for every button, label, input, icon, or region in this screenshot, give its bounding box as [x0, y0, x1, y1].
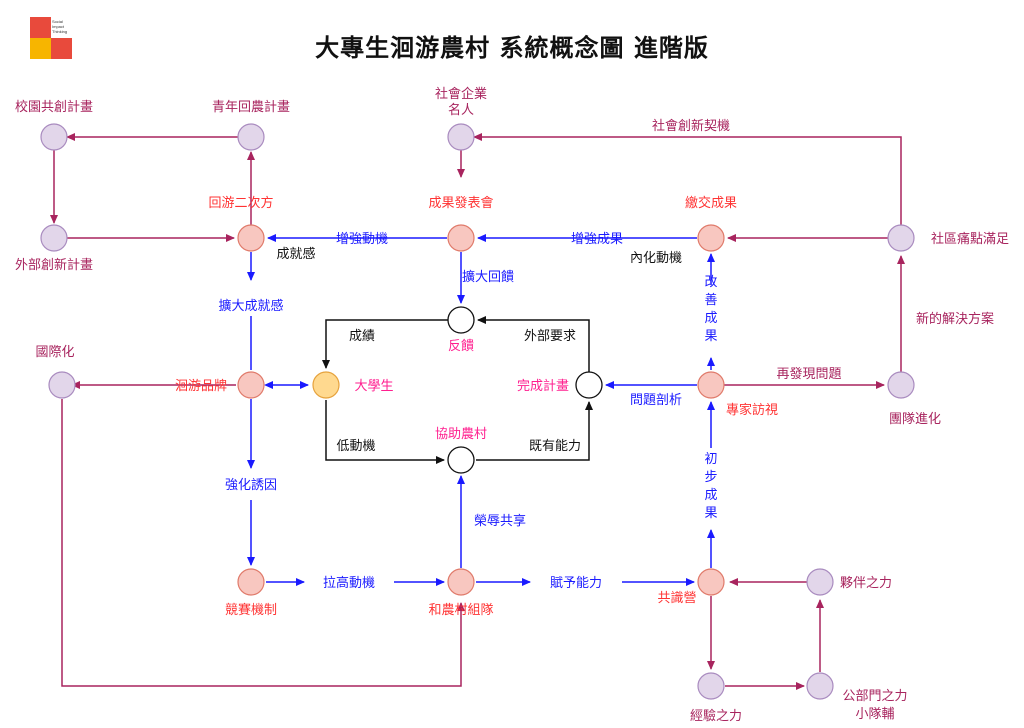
node-social-co[interactable]: [447, 123, 475, 151]
edge-existing-ability: 既有能力: [529, 439, 581, 454]
edge-new-solution: 新的解決方案: [916, 311, 994, 327]
edge-motivation-up: 增強動機: [336, 232, 388, 247]
node-public[interactable]: [806, 672, 834, 700]
label-intl: 國際化: [35, 345, 74, 360]
edge-initial-3: 成: [704, 488, 717, 503]
blue-edges: [247, 234, 715, 586]
edge-grades: 成績: [349, 329, 375, 344]
label-team-up: 和農村組隊: [428, 602, 493, 618]
page-title: 大專生洄游農村 系統概念圖 進階版: [315, 34, 709, 62]
label-external: 外部創新計畫: [15, 257, 93, 273]
edge-expand-achieve: 擴大成就感: [218, 298, 283, 314]
node-brand[interactable]: [237, 371, 265, 399]
label-feedback: 反饋: [448, 339, 474, 354]
node-feedback[interactable]: [447, 306, 475, 334]
node-intl[interactable]: [48, 371, 76, 399]
edge-improve-4: 果: [704, 329, 717, 344]
label-consensus: 共識營: [657, 591, 696, 606]
label-partner: 夥伴之力: [840, 576, 892, 591]
label-return: 回游二次方: [208, 195, 273, 211]
edge-improve-3: 成: [704, 311, 717, 326]
node-labels: 校園共創計畫 青年回農計畫 回游二次方 外部創新計畫 社會企業 名人 成果發表會…: [15, 86, 1009, 724]
edge-expand-feedback: 擴大回饋: [462, 269, 514, 285]
edge-initial-2: 步: [704, 470, 717, 485]
label-deliver: 繳交成果: [685, 195, 737, 211]
label-social-co-2: 名人: [448, 102, 474, 118]
label-public: 公部門之力: [842, 689, 907, 704]
edge-reinforce: 強化誘因: [225, 478, 277, 493]
edge-internal: 內化動機: [630, 251, 682, 266]
label-team-evolve: 團隊進化: [889, 411, 941, 427]
label-help-farm: 協助農村: [435, 427, 487, 442]
node-team-evolve[interactable]: [887, 371, 915, 399]
label-alumni: 校園共創計畫: [15, 99, 93, 115]
label-expert: 專家訪視: [726, 402, 778, 418]
edge-rediscover: 再發現問題: [776, 367, 841, 382]
edge-low-motive: 低動機: [336, 439, 375, 454]
edge-improve-1: 改: [704, 275, 717, 290]
maroon-edges: [50, 125, 905, 690]
node-showcase[interactable]: [447, 224, 475, 252]
node-help-farm[interactable]: [447, 446, 475, 474]
node-expert[interactable]: [697, 371, 725, 399]
edge-initial-1: 初: [704, 452, 717, 467]
label-compete: 競賽機制: [225, 602, 277, 618]
label-complete: 完成計畫: [517, 378, 569, 394]
label-youth: 青年回農計畫: [212, 99, 290, 115]
edge-initial-4: 果: [704, 506, 717, 521]
label-showcase: 成果發表會: [428, 196, 493, 211]
edge-problem-analysis: 問題剖析: [630, 393, 682, 408]
lilac-nodes: [40, 123, 915, 700]
edge-raise: 拉高動機: [323, 575, 375, 591]
pink-nodes: [237, 224, 725, 596]
edge-result-up: 增強成果: [571, 232, 623, 247]
node-youth[interactable]: [237, 123, 265, 151]
edge-external-req: 外部要求: [524, 329, 576, 344]
label-public-2: 小隊輔: [855, 706, 894, 722]
edge-achievement: 成就感: [276, 246, 315, 262]
label-student: 大學生: [354, 379, 393, 394]
node-deliver[interactable]: [697, 224, 725, 252]
edge-honor: 榮辱共享: [474, 513, 526, 529]
label-experience: 經驗之力: [690, 709, 742, 724]
node-return[interactable]: [237, 224, 265, 252]
label-brand: 洄游品牌: [175, 378, 227, 394]
node-partner[interactable]: [806, 568, 834, 596]
edge-social-opp: 社會創新契機: [652, 118, 730, 134]
edge-labels: 增強動機 增強成果 擴大回饋 成就感 內化動機 擴大成就感 成績 外部要求 問題…: [218, 118, 994, 591]
white-nodes: [447, 306, 603, 474]
node-student[interactable]: [312, 371, 340, 399]
black-edges: [322, 316, 593, 464]
node-complete[interactable]: [575, 371, 603, 399]
node-team-up[interactable]: [447, 568, 475, 596]
edge-empower: 賦予能力: [550, 576, 602, 591]
node-experience[interactable]: [697, 672, 725, 700]
node-alumni[interactable]: [40, 123, 68, 151]
node-external[interactable]: [40, 224, 68, 252]
edge-improve-2: 善: [704, 292, 717, 308]
node-community[interactable]: [887, 224, 915, 252]
node-compete[interactable]: [237, 568, 265, 596]
label-social-co: 社會企業: [435, 86, 487, 102]
label-community: 社區痛點滿足: [931, 231, 1009, 247]
node-consensus[interactable]: [697, 568, 725, 596]
